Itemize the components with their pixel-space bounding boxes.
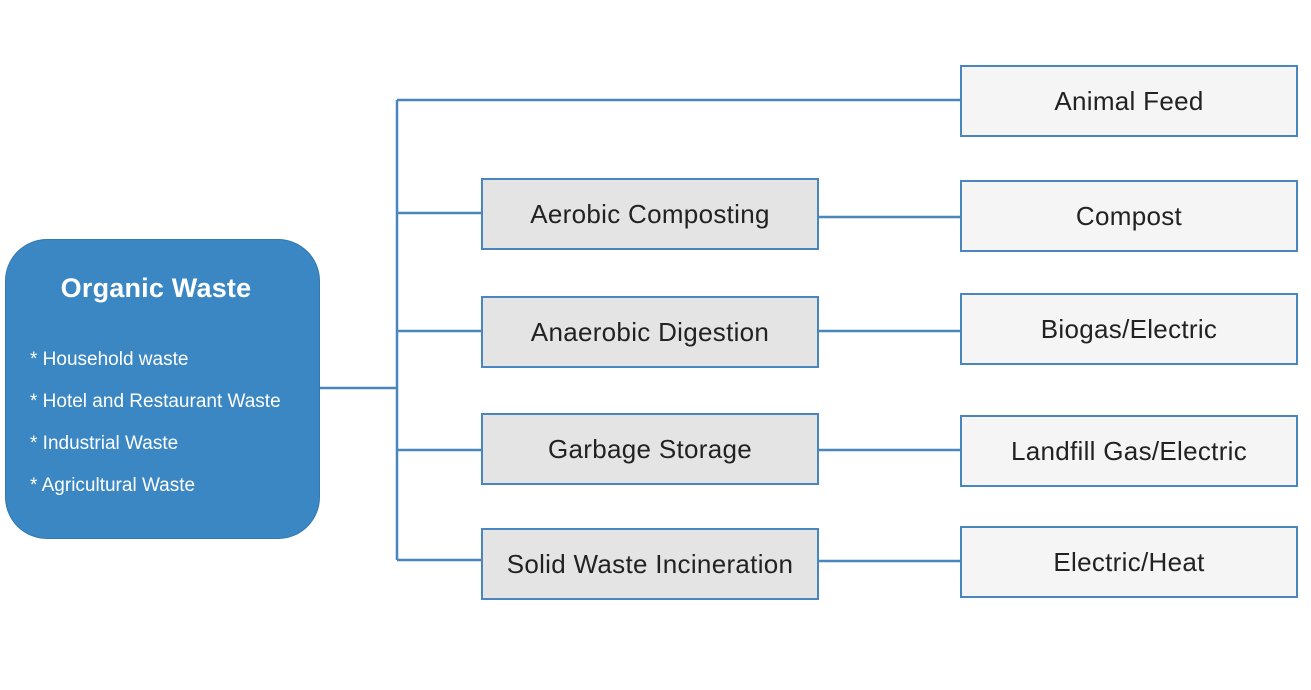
organic-waste-list: * Household waste * Hotel and Restaurant…: [30, 339, 281, 507]
process-anaerobic-digestion: Anaerobic Digestion: [481, 296, 819, 368]
process-solid-waste-incineration: Solid Waste Incineration: [481, 528, 819, 600]
product-biogas-electric: Biogas/Electric: [960, 293, 1298, 365]
product-electric-heat: Electric/Heat: [960, 526, 1298, 598]
organic-waste-title: Organic Waste: [60, 273, 252, 303]
organic-waste-box: Organic Waste * Household waste * Hotel …: [5, 239, 320, 539]
process-garbage-storage: Garbage Storage: [481, 413, 819, 485]
source-item-industrial: * Industrial Waste: [30, 433, 179, 454]
process-aerobic-composting: Aerobic Composting: [481, 178, 819, 250]
source-item-agricultural: * Agricultural Waste: [30, 475, 196, 496]
source-item-household: * Household waste: [30, 349, 189, 370]
product-compost: Compost: [960, 180, 1298, 252]
product-animal-feed: Animal Feed: [960, 65, 1298, 137]
product-landfill-gas-electric: Landfill Gas/Electric: [960, 415, 1298, 487]
source-item-hotel-restaurant: * Hotel and Restaurant Waste: [30, 391, 281, 412]
